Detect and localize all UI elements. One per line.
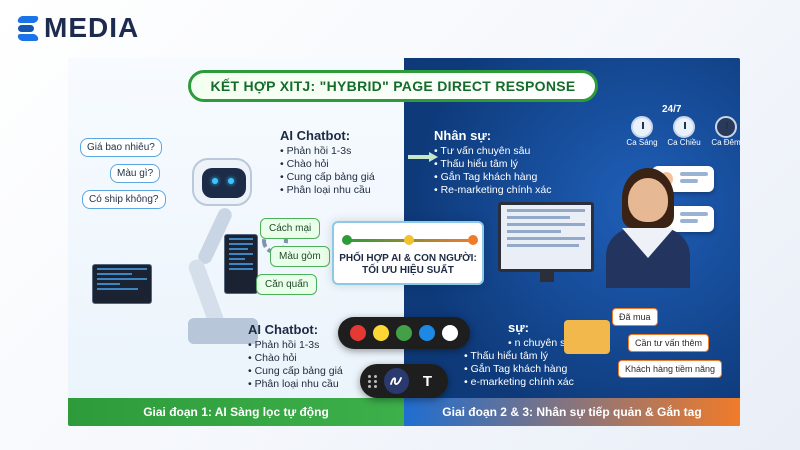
customer-tag: Cần tư vấn thêm [628, 334, 710, 352]
monitor-stand [540, 272, 554, 282]
customer-tag: Đã mua [612, 308, 658, 326]
text-tool-button[interactable]: T [422, 372, 432, 390]
staff-block-bottom: sự: n chuyên sâu Thấu hiểu tâm lý Gắn Ta… [464, 320, 577, 389]
staff-block-top: Nhân sự: Tư vấn chuyên sâu Thấu hiểu tâm… [434, 128, 551, 197]
pen-squiggle-icon [390, 377, 403, 385]
list-item: Phân loại nhu cầu [280, 184, 375, 197]
list-item: n chuyên sâu [508, 337, 577, 350]
block-heading: Nhân sự: [434, 128, 492, 143]
color-swatch-red[interactable] [349, 325, 366, 341]
drag-handle-icon[interactable] [368, 374, 378, 388]
brand-name: MEDIA [44, 12, 140, 43]
ai-chatbot-block-top: AI Chatbot: Phản hồi 1-3s Chào hỏi Cung … [280, 128, 375, 197]
pen-tool-button[interactable] [383, 368, 409, 394]
intent-tag: Màu gòm [270, 246, 330, 267]
color-swatch-green[interactable] [395, 325, 412, 341]
logo-mark-icon [16, 16, 40, 41]
list-item: e-marketing chính xác [464, 376, 577, 389]
ai-chatbot-block-bottom: AI Chatbot: Phản hồi 1-3s Chào hỏi Cung … [248, 322, 343, 391]
code-panel-icon [92, 264, 152, 304]
shift: Ca Sáng [622, 116, 662, 147]
robot-illustration [168, 158, 288, 348]
shift-label: Ca Sáng [626, 138, 658, 147]
color-swatch-blue[interactable] [419, 325, 436, 341]
intent-tag: Căn quấn [256, 274, 318, 295]
list-item: Tư vấn chuyên sâu [434, 145, 551, 158]
list-item: Thấu hiểu tâm lý [434, 158, 551, 171]
question-bubble: Giá bao nhiêu? [80, 138, 162, 157]
clock-icon [631, 116, 653, 138]
list-item: Cung cấp bảng giá [248, 365, 343, 378]
list-item: Chào hỏi [280, 158, 375, 171]
shift: Ca Đêm [706, 116, 740, 147]
list-item: Gắn Tag khách hàng [464, 363, 577, 376]
shift: Ca Chiều [664, 116, 704, 147]
brand-logo: MEDIA [16, 12, 140, 44]
annotation-toolbar: T [360, 364, 448, 398]
color-swatch-white[interactable] [442, 325, 459, 341]
availability-label: 24/7 [662, 104, 682, 115]
robot-head-icon [192, 158, 252, 206]
list-item: Re-marketing chính xác [434, 184, 552, 197]
customer-tag: Khách hàng tiềm năng [618, 360, 723, 378]
center-card: PHỐI HỢP AI & CON NGƯỜI: TỐI ƯU HIỆU SUẤ… [332, 221, 484, 285]
color-palette [338, 317, 470, 349]
block-heading: AI Chatbot: [280, 128, 351, 143]
list-item: Thấu hiểu tâm lý [464, 350, 577, 363]
folder-icon [564, 320, 610, 354]
shift-label: Ca Đêm [711, 138, 740, 147]
list-item: Chào hỏi [248, 352, 343, 365]
color-swatch-yellow[interactable] [372, 325, 389, 341]
shift-label: Ca Chiều [667, 138, 701, 147]
infographic-title: KẾT HỢP XITJ: "HYBRID" PAGE DIRECT RESPO… [188, 70, 598, 102]
list-item: Cung cấp bảng giá [280, 171, 375, 184]
shift-clocks: Ca Sáng Ca Chiều Ca Đêm [622, 116, 740, 147]
list-item: Phân loại nhu cầu [248, 378, 343, 391]
stage-1-footer: Giai đoạn 1: AI Sàng lọc tự động [68, 398, 404, 426]
code-panel-icon [224, 234, 258, 294]
monitor-icon [498, 202, 594, 272]
clock-icon [673, 116, 695, 138]
list-item: Gắn Tag khách hàng [434, 171, 551, 184]
question-bubble: Màu gì? [110, 164, 161, 183]
list-item: Phản hồi 1-3s [280, 145, 375, 158]
intent-tag: Cách mại [260, 218, 321, 239]
question-bubble: Có ship không? [82, 190, 166, 209]
stage-2-3-footer: Giai đoạn 2 & 3: Nhân sự tiếp quản & Gắn… [404, 398, 740, 426]
arrow-icon [408, 152, 438, 162]
clock-icon [715, 116, 737, 138]
staff-illustration [602, 168, 692, 308]
center-text-line1: PHỐI HỢP AI & CON NGƯỜI: [339, 253, 477, 264]
block-heading: AI Chatbot: [248, 322, 319, 337]
infographic-image: KẾT HỢP XITJ: "HYBRID" PAGE DIRECT RESPO… [68, 58, 740, 426]
center-text-line2: TỐI ƯU HIỆU SUẤT [362, 265, 454, 276]
list-item: Phản hồi 1-3s [248, 339, 343, 352]
block-heading: sự: [508, 320, 529, 335]
